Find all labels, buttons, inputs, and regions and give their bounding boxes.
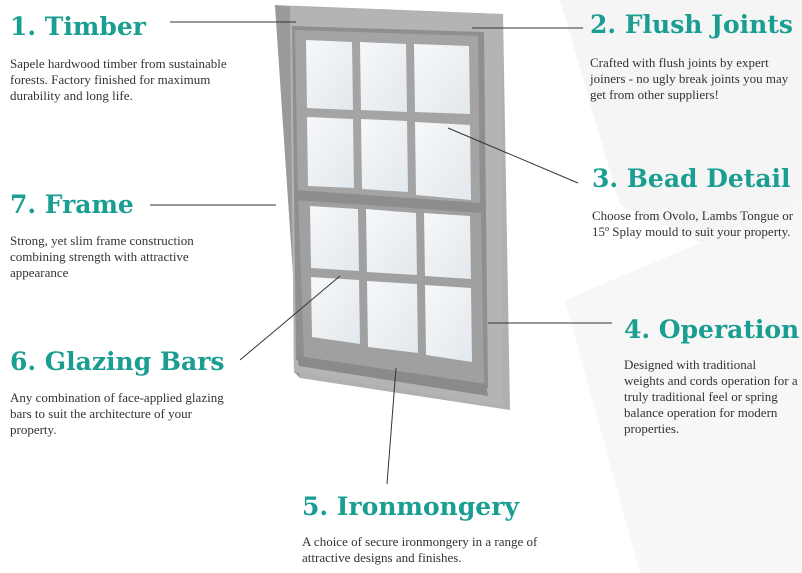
feature-bead-detail: 3. Bead Detail Choose from Ovolo, Lambs … <box>592 164 797 240</box>
feature-frame: 7. Frame Strong, yet slim frame construc… <box>10 190 215 281</box>
feature-description: Any combination of face-applied glazing … <box>10 390 224 437</box>
feature-title: 4. Operation <box>624 315 800 344</box>
feature-title: 7. Frame <box>10 190 134 219</box>
feature-title: 2. Flush Joints <box>590 10 793 39</box>
feature-operation: 4. Operation Designed with traditional w… <box>624 315 799 437</box>
feature-title: 1. Timber <box>10 12 146 41</box>
meeting-rail <box>294 190 481 213</box>
feature-title: 3. Bead Detail <box>592 164 791 193</box>
lower-panes <box>310 206 472 362</box>
feature-title: 5. Ironmongery <box>302 492 519 521</box>
feature-description: A choice of secure ironmongery in a rang… <box>302 534 538 565</box>
feature-glazing-bars: 6. Glazing Bars Any combination of face-… <box>10 347 225 438</box>
feature-description: Designed with traditional weights and co… <box>624 357 798 436</box>
feature-description: Strong, yet slim frame construction comb… <box>10 233 194 280</box>
window-sill <box>297 356 488 396</box>
callout-line-ironmongery <box>386 367 397 485</box>
feature-ironmongery: 5. Ironmongery A choice of secure ironmo… <box>302 492 562 566</box>
feature-timber: 1. Timber Sapele hardwood timber from su… <box>10 12 245 104</box>
feature-description: Choose from Ovolo, Lambs Tongue or 15º S… <box>592 208 794 239</box>
callout-line-glazing-bars <box>239 275 341 361</box>
feature-description: Crafted with flush joints by expert join… <box>590 55 789 102</box>
callout-line-bead-detail <box>447 127 579 184</box>
feature-flush-joints: 2. Flush Joints Crafted with flush joint… <box>590 10 795 103</box>
feature-description: Sapele hardwood timber from sustainable … <box>10 56 227 103</box>
upper-panes <box>306 40 471 200</box>
feature-title: 6. Glazing Bars <box>10 347 225 376</box>
